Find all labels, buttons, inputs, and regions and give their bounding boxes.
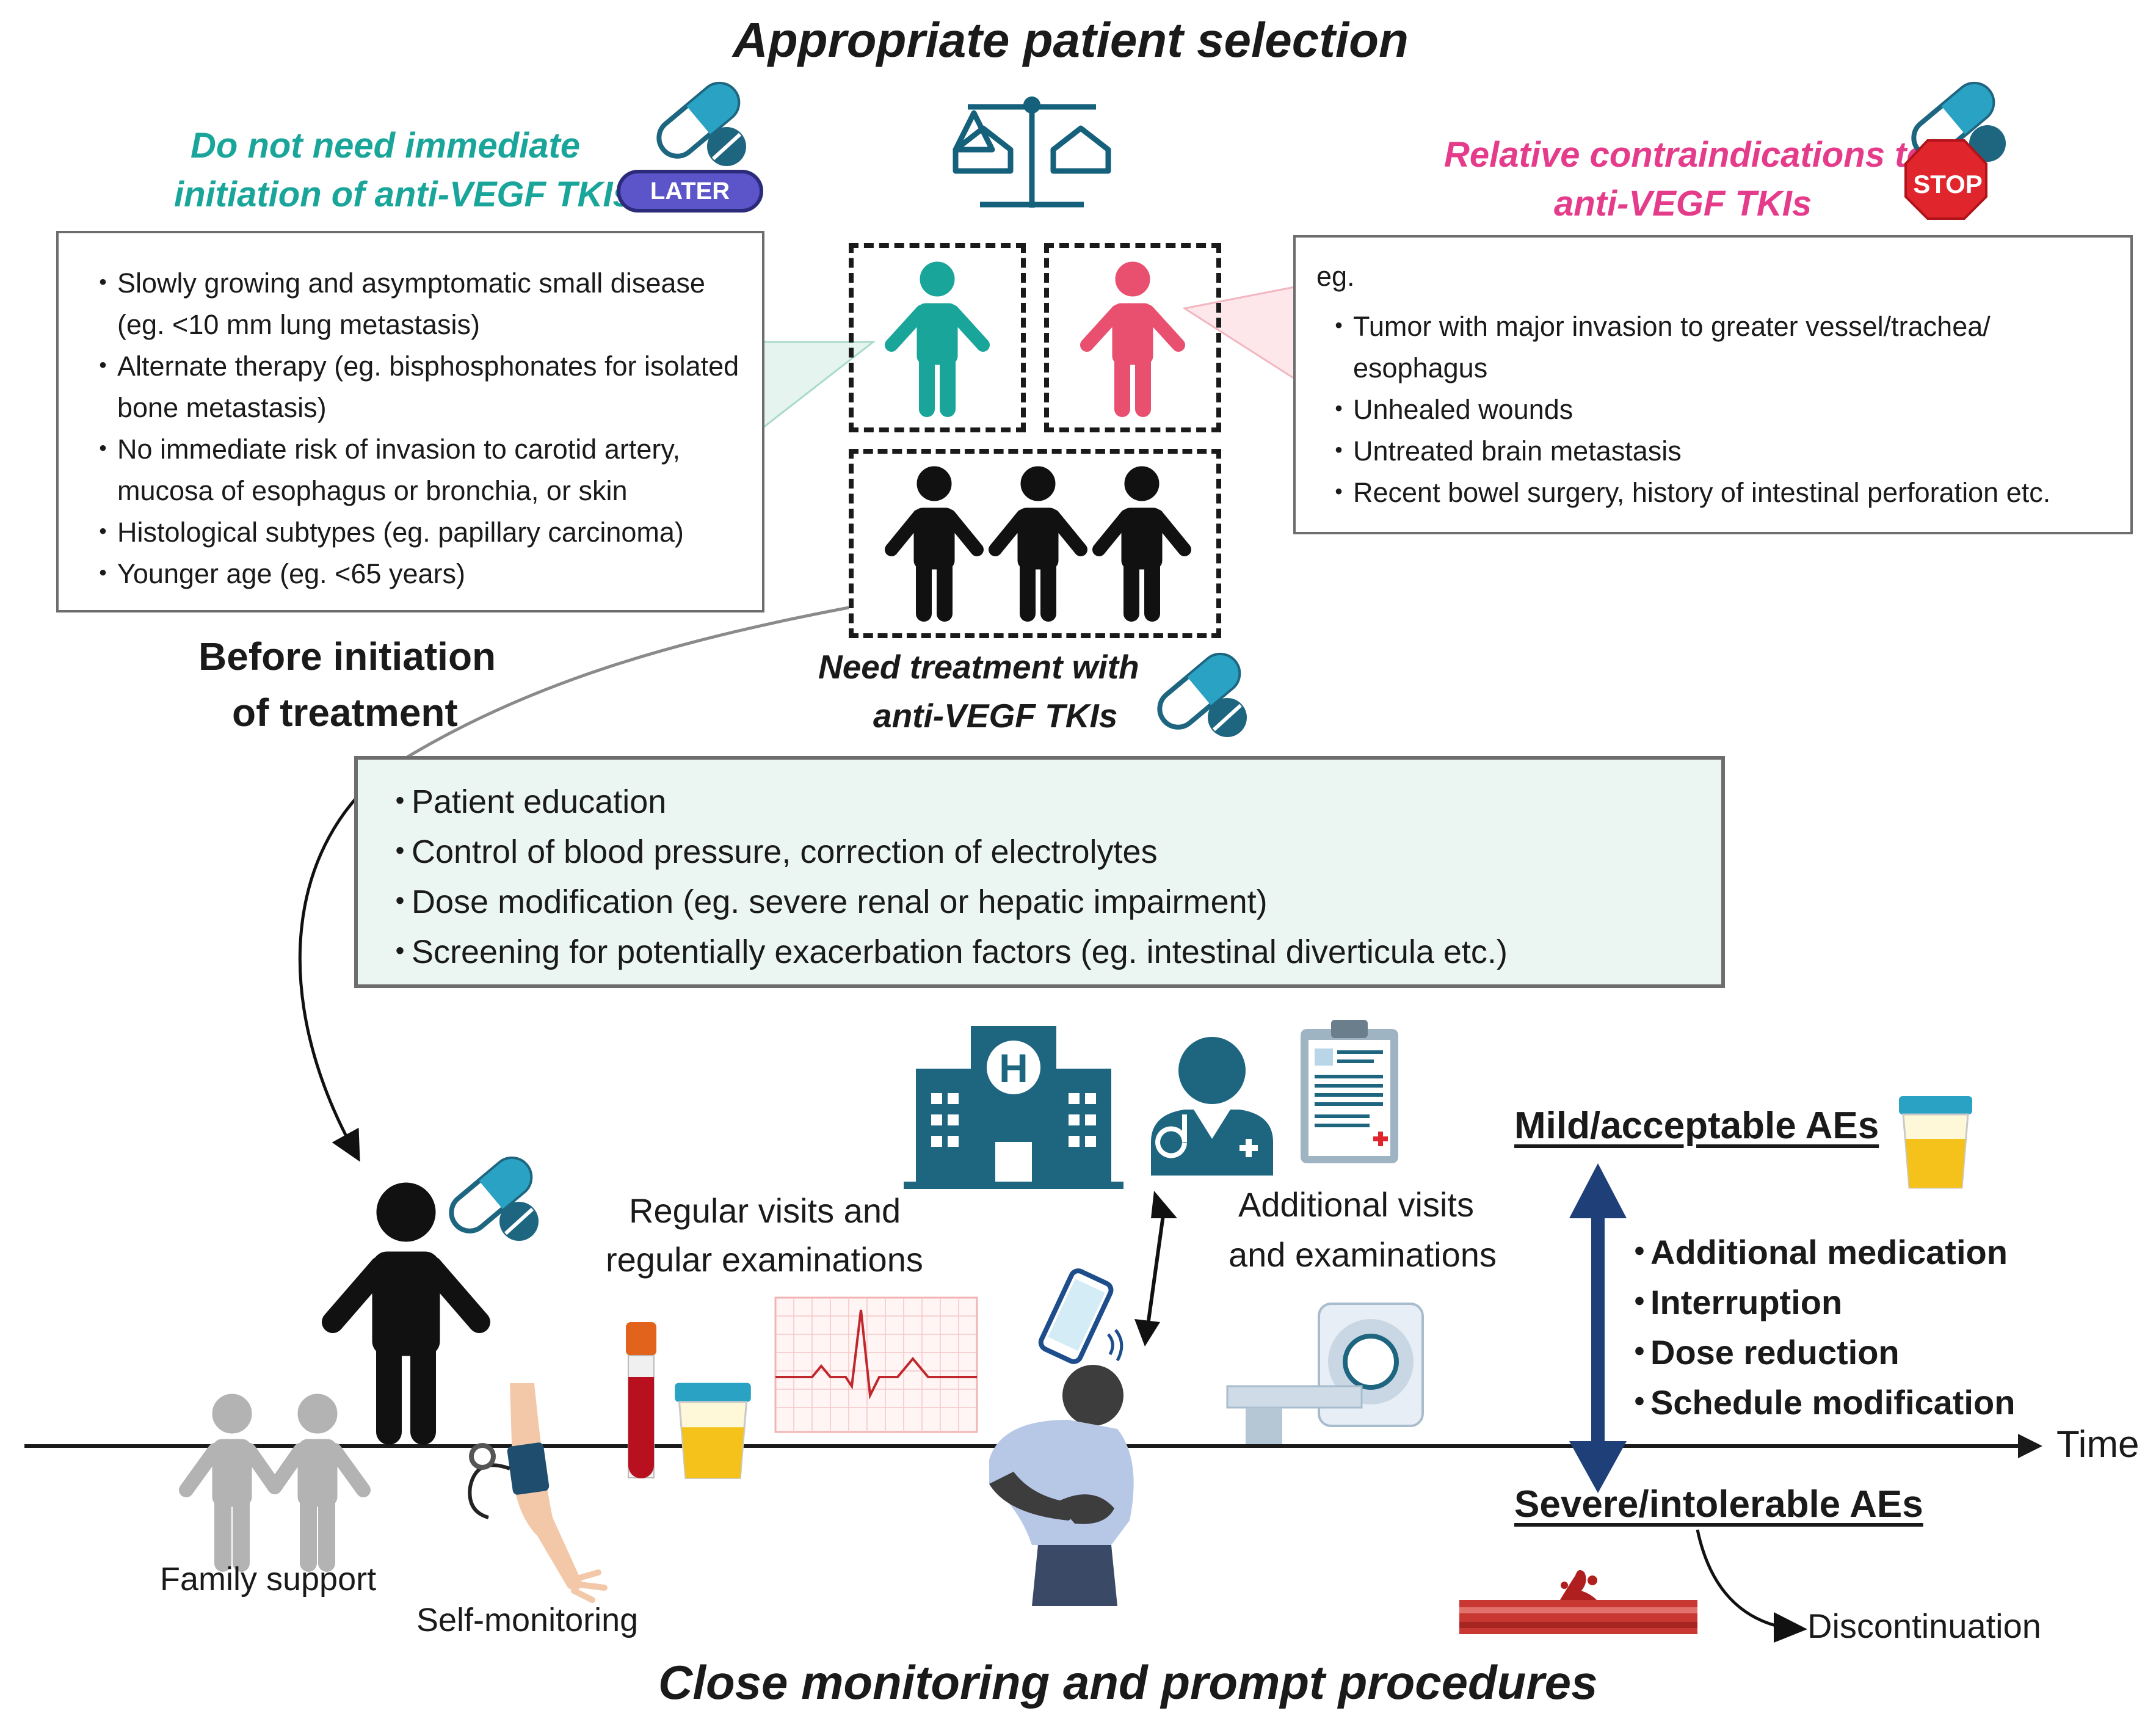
right-heading-line1: Relative contraindications to [1444,135,1928,175]
patient-person-icon [322,1182,490,1445]
before-initiation-item: Dose modification (eg. severe renal or h… [383,877,1703,927]
teal-patient-box [849,243,1026,432]
hospital-icon: H [904,1026,1123,1189]
self-monitoring-label: Self-monitoring [416,1602,639,1638]
treatment-patients-box [849,449,1221,638]
phone-visit-double-arrow [1146,1215,1165,1326]
left-criteria-item: Histological subtypes (eg. papillary car… [89,512,744,553]
regular-visits-line1: Regular visits and [629,1191,901,1230]
before-initiation-item: Screening for potentially exacerbation f… [383,927,1703,977]
later-badge: LATER [617,170,763,213]
blood-pressure-cuff-icon [468,1383,608,1603]
time-axis-arrowhead [2018,1434,2042,1458]
left-criteria-list: Slowly growing and asymptomatic small di… [89,263,744,595]
mild-aes-label: Mild/acceptable AEs [1514,1105,1879,1147]
family-icon [179,1394,371,1572]
left-criteria-item: Alternate therapy (eg. bisphosphonates f… [89,346,744,429]
need-treatment-line1: Need treatment with [818,648,1139,686]
discontinuation-label: Discontinuation [1807,1607,2041,1645]
center-to-before-connector [396,606,849,765]
bleeding-vessel-icon [1459,1570,1697,1634]
smartphone-icon [1038,1268,1123,1364]
additional-visits-line1: Additional visits [1238,1185,1474,1224]
time-axis-label: Time [2056,1423,2140,1466]
urine-cup-icon [1899,1096,1972,1189]
capsule-icon [449,1156,539,1241]
regular-visits-line2: regular examinations [606,1240,923,1279]
stop-badge-label: STOP [1913,170,1983,198]
sick-person-icon [989,1365,1134,1606]
capsule-icon [656,81,746,166]
ecg-icon [774,1296,978,1433]
later-badge-label: LATER [650,178,730,205]
teal-person-icon [885,261,990,417]
right-criteria-item: Unhealed wounds [1325,389,2112,431]
title-bottom: Close monitoring and prompt procedures [658,1655,1598,1709]
severe-aes-label: Severe/intolerable AEs [1514,1483,1923,1525]
right-criteria-item: Recent bowel surgery, history of intesti… [1325,472,2112,514]
clipboard-icon [1301,1020,1398,1163]
before-initiation-item: Patient education [383,777,1703,827]
right-criteria-item: Untreated brain metastasis [1325,431,2112,472]
before-initiation-line2: of treatment [232,691,458,735]
right-heading-line2: anti-VEGF TKIs [1554,184,1812,224]
right-criteria-item: Tumor with major invasion to greater ves… [1325,306,2112,389]
right-criteria-intro: eg. [1316,261,1355,292]
ae-action-item: Dose reduction [1622,1328,2015,1378]
left-criteria-panel: Slowly growing and asymptomatic small di… [56,231,764,612]
right-criteria-panel: eg. Tumor with major invasion to greater… [1293,235,2133,534]
left-criteria-item: No immediate risk of invasion to carotid… [89,429,744,512]
before-initiation-panel: Patient education Control of blood press… [354,756,1725,988]
capsule-icon [1157,652,1247,737]
left-heading-line2: initiation of anti-VEGF TKIs [174,175,633,214]
ct-scanner-icon [1226,1303,1424,1444]
urine-cup-icon [675,1383,751,1479]
before-to-patient-arrow [298,765,392,1162]
family-support-label: Family support [160,1561,377,1597]
left-criteria-item: Younger age (eg. <65 years) [89,553,744,595]
left-heading-line1: Do not need immediate [191,126,581,165]
treatment-persons-icon [885,466,1191,622]
blood-tube-icon [626,1322,656,1478]
ae-action-item: Additional medication [1622,1227,2015,1277]
doctor-icon [1151,1037,1273,1176]
before-initiation-line1: Before initiation [198,634,496,678]
additional-visits-line2: and examinations [1229,1235,1497,1274]
ae-action-list: Additional medication Interruption Dose … [1622,1227,2015,1428]
before-initiation-item: Control of blood pressure, correction of… [383,827,1703,877]
right-criteria-list: Tumor with major invasion to greater ves… [1316,306,2112,514]
ae-action-item: Schedule modification [1622,1378,2015,1428]
scale-icon [953,96,1111,208]
stop-sign-icon [1904,81,2006,220]
before-initiation-list: Patient education Control of blood press… [383,777,1703,977]
need-treatment-line2: anti-VEGF TKIs [873,697,1118,735]
title-top: Appropriate patient selection [733,13,1409,67]
discontinuation-arrow [1696,1529,1784,1629]
left-criteria-item: Slowly growing and asymptomatic small di… [89,263,744,346]
pink-patient-box [1044,243,1221,432]
ae-action-item: Interruption [1622,1277,2015,1328]
svg-text:H: H [999,1045,1028,1091]
pink-person-icon [1080,261,1185,417]
